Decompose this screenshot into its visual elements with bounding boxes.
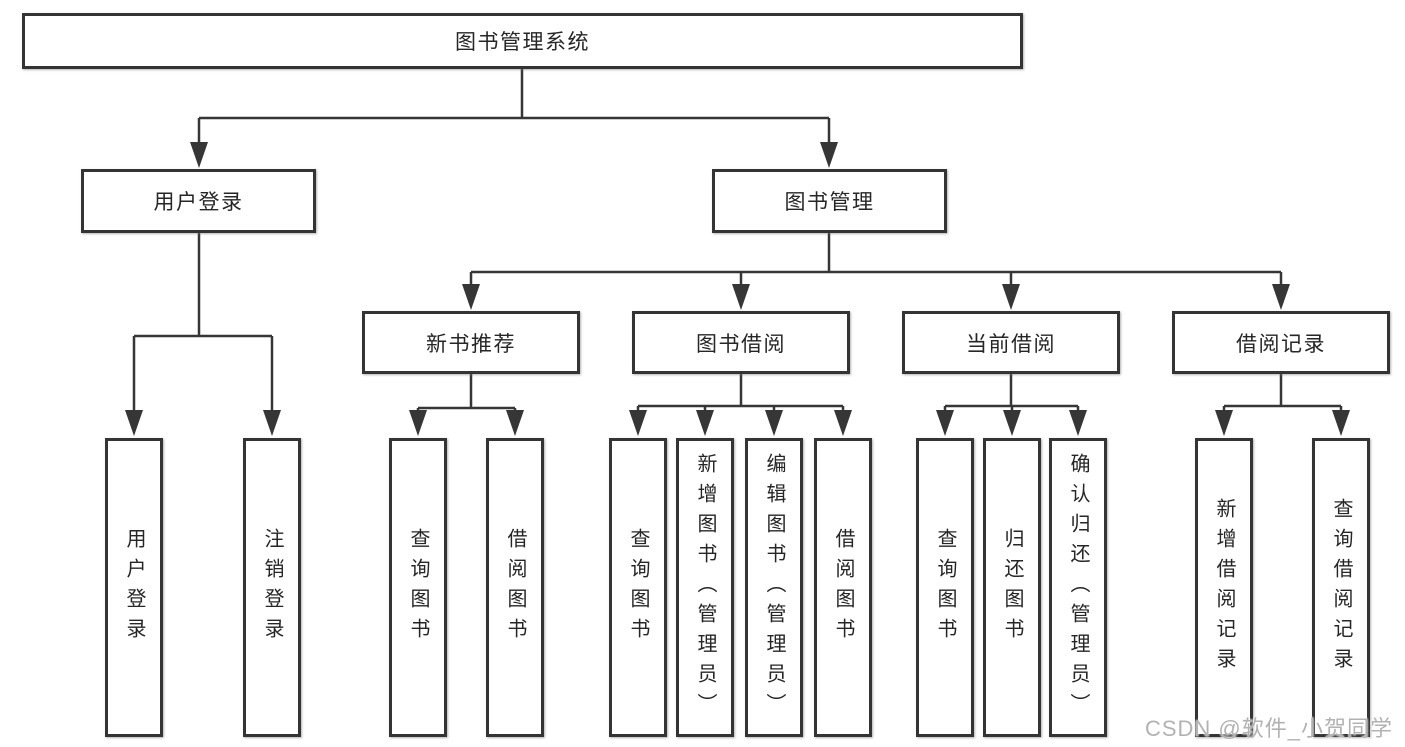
node-book-management: 图书管理 (712, 169, 947, 233)
csdn-watermark: CSDN @软件_小贺同学 (1144, 716, 1393, 741)
leaf-query-books-recommend: 查询图书 (389, 438, 447, 737)
leaf-logout: 注销登录 (243, 438, 301, 737)
leaf-edit-book-admin: 编辑图书（管理员） (745, 438, 803, 737)
node-library-management-system: 图书管理系统 (22, 13, 1023, 69)
node-borrowing-records: 借阅记录 (1172, 311, 1390, 374)
leaf-borrow-books-recommend: 借阅图书 (486, 438, 544, 737)
node-book-borrowing: 图书借阅 (632, 311, 850, 374)
leaf-user-login: 用户登录 (105, 438, 163, 737)
connector-lines (132, 69, 1343, 414)
leaf-add-borrow-record: 新增借阅记录 (1195, 438, 1253, 737)
leaf-query-books-current: 查询图书 (916, 438, 974, 737)
arrowhead-icons (125, 142, 1350, 436)
node-current-borrowing: 当前借阅 (902, 311, 1120, 374)
leaf-query-borrow-record: 查询借阅记录 (1312, 438, 1370, 737)
leaf-query-books-borrowing: 查询图书 (609, 438, 667, 737)
leaf-return-book: 归还图书 (983, 438, 1041, 737)
node-user-login: 用户登录 (81, 169, 316, 233)
leaf-confirm-return-admin: 确认归还（管理员） (1049, 438, 1107, 737)
leaf-borrow-books-borrowing: 借阅图书 (814, 438, 872, 737)
leaf-add-book-admin: 新增图书（管理员） (676, 438, 734, 737)
node-new-book-recommend: 新书推荐 (362, 311, 580, 374)
